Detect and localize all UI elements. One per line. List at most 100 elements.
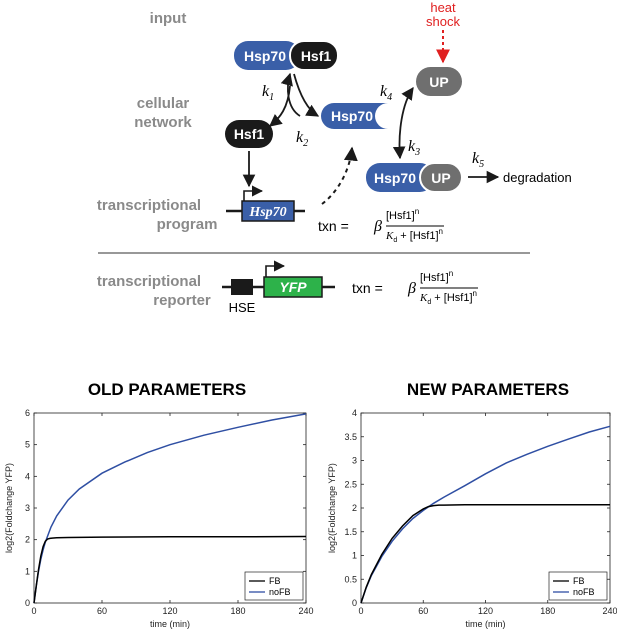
y-tick-label: 2.5: [344, 479, 357, 489]
y-tick-label: 2: [352, 503, 357, 513]
legend-label: noFB: [573, 587, 595, 597]
chart-new-parameters: NEW PARAMETERS 0 60 120 180 240 0 0.5 1 1.5 2 2.5 3 3…: [327, 380, 617, 629]
y-tick-label: 5: [25, 440, 30, 450]
yfp-gene-box: [263, 276, 323, 298]
hsf1-free-shape: [225, 120, 273, 148]
x-tick-label: 0: [31, 606, 36, 616]
arrow-k3-k4: [392, 86, 414, 160]
up-label: UP: [429, 74, 448, 90]
y-tick-label: 4: [352, 408, 357, 418]
eq2-numerator: [Hsf1]n: [420, 269, 453, 284]
yfp-reporter: HSE YFP: [222, 260, 335, 315]
y-tick-label: 4: [25, 471, 30, 481]
y-tick-label: 0: [25, 598, 30, 608]
hsp70-label: Hsp70: [244, 48, 286, 64]
eq1-lhs: txn =: [318, 218, 349, 234]
y-tick-label: 1: [25, 566, 30, 576]
x-tick-label: 120: [162, 606, 177, 616]
x-tick-label: 180: [540, 606, 555, 616]
hsf1-shape: [289, 40, 339, 71]
hsf1-free-label: Hsf1: [234, 126, 265, 142]
x-tick-label: 60: [418, 606, 428, 616]
hsp70-up-hsp70-shape: [366, 163, 434, 192]
eq1-numerator: [Hsf1]n: [386, 207, 419, 222]
row-label-transcriptional-1: transcriptional: [97, 197, 201, 214]
x-tick-label: 0: [358, 606, 363, 616]
row-label-program: program: [157, 216, 218, 233]
hse-label: HSE: [229, 300, 256, 315]
hsp70-gene-label: Hsp70: [248, 205, 286, 220]
equation-program: txn = β [Hsf1]n Kd + [Hsf1]n: [318, 207, 444, 244]
y-tick-label: 0: [352, 598, 357, 608]
hsp70-gene-box: [241, 200, 295, 222]
chart-title: NEW PARAMETERS: [407, 380, 569, 399]
x-axis-label: time (min): [466, 619, 506, 629]
k3-label: k3: [408, 138, 420, 158]
hsp70-up-hsp70-label: Hsp70: [374, 170, 416, 186]
x-tick-label: 60: [97, 606, 107, 616]
y-tick-label: 1: [352, 551, 357, 561]
y-tick-label: 3.5: [344, 432, 357, 442]
k2-label: k2: [296, 129, 308, 149]
x-tick-label: 180: [230, 606, 245, 616]
row-label-transcriptional-2: transcriptional: [97, 273, 201, 290]
row-label-reporter: reporter: [153, 292, 211, 309]
eq2-lhs: txn =: [352, 280, 383, 296]
promoter-arrow-2: [265, 260, 286, 277]
yfp-gene-label: YFP: [279, 279, 307, 295]
k4-label: k4: [380, 83, 392, 103]
y-axis-label: log2(Foldchange YFP): [327, 463, 337, 553]
hsp70-free-label: Hsp70: [331, 108, 373, 124]
heat-shock-label-2: shock: [426, 14, 460, 29]
x-axis-label: time (min): [150, 619, 190, 629]
hsp70-node: Hsp70: [321, 103, 388, 129]
hsp70-gene: Hsp70: [226, 185, 305, 222]
series-line-fb: [33, 535, 307, 604]
eq1-beta: β: [373, 218, 382, 235]
y-tick-label: 1.5: [344, 527, 357, 537]
k5-label: k5: [472, 150, 484, 170]
heat-shock-label-1: heat: [430, 0, 456, 15]
x-tick-label: 120: [478, 606, 493, 616]
chart-title: OLD PARAMETERS: [88, 380, 246, 399]
arrow-complex-to-hsf1: [269, 85, 291, 127]
arrow-k1-to-complex: [280, 72, 301, 117]
up-shape: [416, 67, 462, 96]
hsf1-label: Hsf1: [301, 48, 332, 64]
arrow-complex-to-hsp70: [293, 73, 320, 117]
row-label-input: input: [150, 10, 187, 27]
legend-box: [548, 571, 608, 601]
eq2-denominator: Kd + [Hsf1]n: [419, 289, 477, 306]
series-line-fb: [360, 503, 610, 604]
y-tick-label: 3: [25, 503, 30, 513]
k1-label: k1: [262, 83, 274, 103]
hse-box: [231, 279, 253, 295]
network-diagram: input cellular network transcriptional p…: [97, 0, 572, 315]
equation-reporter: txn = β [Hsf1]n Kd + [Hsf1]n: [352, 269, 478, 306]
eq1-denominator: Kd + [Hsf1]n: [385, 227, 443, 244]
y-axis-label: log2(Foldchange YFP): [4, 463, 14, 553]
degradation-label: degradation: [503, 170, 572, 185]
series-line-nofb: [360, 425, 611, 604]
hsf1-node: Hsf1: [225, 120, 273, 148]
up-node: UP: [416, 67, 462, 96]
hsp70-shape: [234, 41, 300, 70]
y-tick-label: 6: [25, 408, 30, 418]
hsp70-up-complex: Hsp70 UP: [366, 162, 463, 193]
hsp70-hsf1-complex: Hsp70 Hsf1: [234, 40, 339, 71]
y-tick-label: 3: [352, 456, 357, 466]
legend-label: FB: [573, 576, 585, 586]
hsp70-up-up-label: UP: [431, 170, 450, 186]
row-label-network: network: [134, 114, 192, 131]
hsp70-up-up-shape: [419, 162, 463, 193]
row-label-cellular: cellular: [137, 95, 190, 112]
y-tick-label: 0.5: [344, 574, 357, 584]
x-tick-label: 240: [298, 606, 313, 616]
hsp70-free-shape: [321, 103, 388, 129]
x-tick-label: 240: [602, 606, 617, 616]
promoter-arrow-1: [243, 185, 264, 201]
y-tick-label: 2: [25, 535, 30, 545]
arrow-gene-to-hsp70: [321, 146, 358, 205]
legend-label: FB: [269, 576, 281, 586]
